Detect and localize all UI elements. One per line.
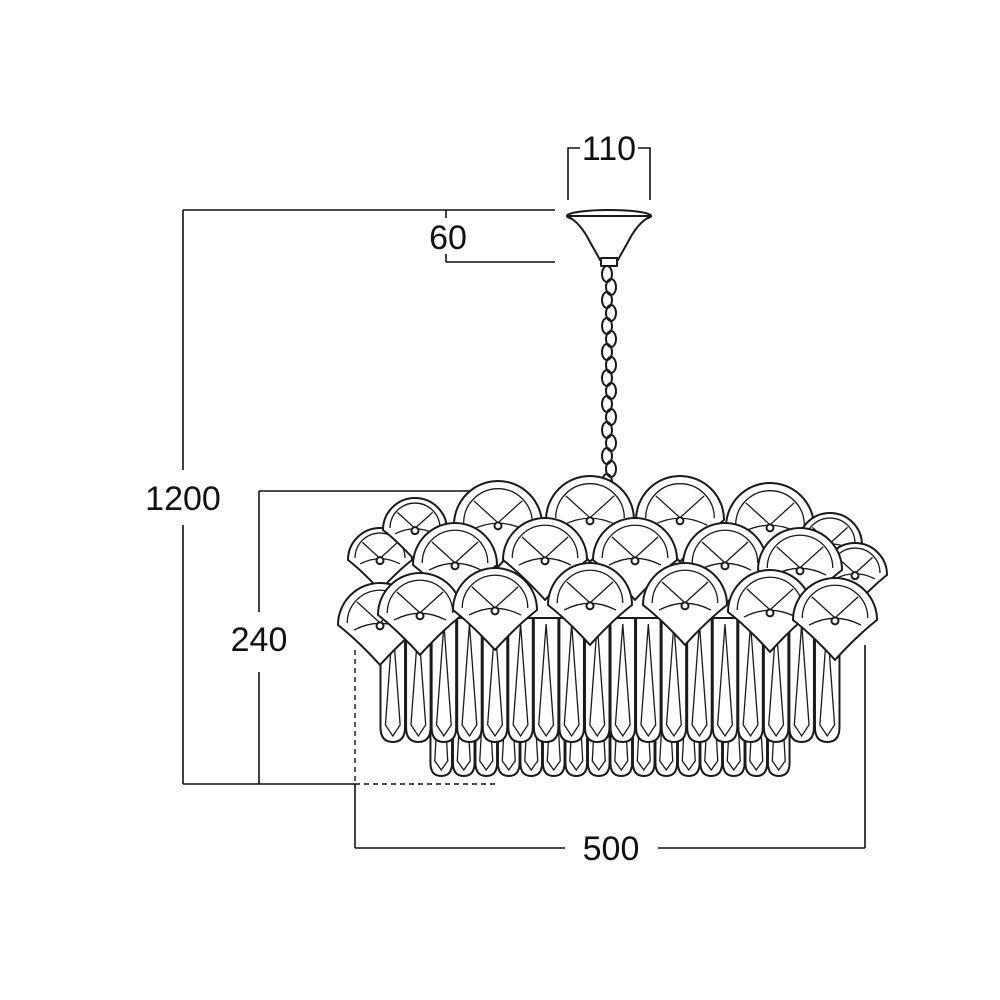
dim-label-240: 240 xyxy=(231,621,288,659)
dimension-lines xyxy=(182,147,866,849)
shell-bottom-3 xyxy=(547,562,633,646)
chain xyxy=(601,265,617,500)
shell-top-2 xyxy=(635,475,725,563)
shell-bottom-6 xyxy=(792,577,878,661)
shell-bottom-2 xyxy=(452,567,538,651)
shell-bottom-4 xyxy=(642,562,728,646)
upper-drop-tier xyxy=(379,617,841,743)
dim-label-500: 500 xyxy=(583,830,640,868)
canopy xyxy=(566,209,652,267)
dim-110-bracket-right xyxy=(638,147,651,200)
dim-110-bracket xyxy=(567,147,580,200)
dim-label-1200: 1200 xyxy=(145,480,221,518)
chandelier-body xyxy=(337,475,888,777)
shell-side-0 xyxy=(347,527,413,592)
shell-mid-1 xyxy=(502,517,588,601)
dim-label-110: 110 xyxy=(582,130,636,168)
dim-label-60: 60 xyxy=(429,219,467,257)
